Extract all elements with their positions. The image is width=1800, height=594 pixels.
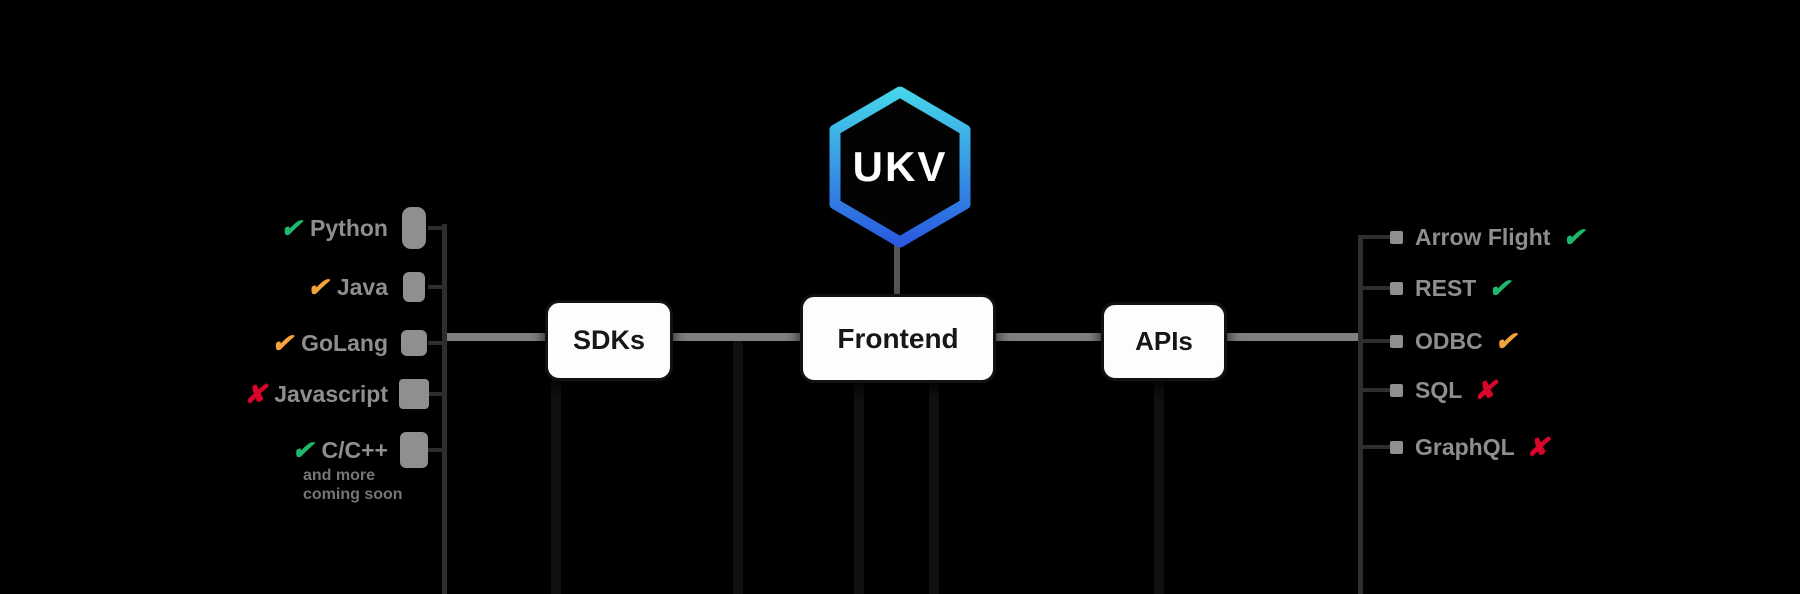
api-label: REST bbox=[1415, 274, 1477, 301]
api-row-odbc: ODBC ✔ bbox=[1390, 318, 1517, 364]
ukv-logo-hexagon: UKV bbox=[828, 86, 972, 248]
api-row-sql: SQL ✘ bbox=[1390, 367, 1496, 413]
status-cross-icon: ✘ bbox=[244, 379, 267, 409]
status-check-icon: ✔ bbox=[271, 328, 294, 358]
java-icon bbox=[403, 272, 425, 302]
sdk-label: GoLang bbox=[301, 329, 388, 356]
faint-drop-line bbox=[1154, 374, 1164, 594]
bullet-icon bbox=[1390, 383, 1403, 397]
sdk-more-note: and more coming soon bbox=[303, 466, 403, 504]
bullet-icon bbox=[1390, 334, 1403, 348]
sdk-stub-line bbox=[428, 226, 444, 230]
api-stub-line bbox=[1363, 286, 1390, 290]
golang-icon bbox=[401, 330, 427, 356]
status-cross-icon: ✘ bbox=[1526, 432, 1549, 462]
status-check-icon: ✔ bbox=[1562, 222, 1585, 252]
status-check-icon: ✔ bbox=[291, 435, 314, 465]
api-stub-line bbox=[1363, 388, 1390, 392]
c-cpp-icon bbox=[400, 432, 428, 468]
sdks-node: SDKs bbox=[545, 300, 673, 381]
sdk-row-java: ✔ Java bbox=[172, 264, 432, 310]
javascript-icon bbox=[399, 379, 429, 409]
status-check-icon: ✔ bbox=[1488, 273, 1511, 303]
sdk-row-javascript: ✘ Javascript bbox=[172, 371, 432, 417]
hexagon-outline-icon bbox=[829, 86, 971, 248]
status-check-icon: ✔ bbox=[307, 272, 329, 302]
faint-drop-line bbox=[733, 341, 743, 594]
connector-sdks-to-frontend bbox=[667, 333, 800, 341]
api-row-rest: REST ✔ bbox=[1390, 265, 1510, 311]
sdk-row-python: ✔ Python bbox=[172, 205, 432, 251]
sdk-row-c-cpp: ✔ C/C++ bbox=[172, 427, 432, 473]
api-label: ODBC bbox=[1415, 327, 1483, 354]
api-label: GraphQL bbox=[1415, 433, 1515, 460]
faint-drop-line bbox=[854, 376, 864, 594]
connector-logo-to-frontend bbox=[894, 243, 900, 296]
sdk-stub-line bbox=[428, 448, 444, 452]
status-check-icon: ✔ bbox=[1494, 326, 1517, 356]
python-icon bbox=[402, 207, 426, 249]
api-stub-line bbox=[1363, 445, 1390, 449]
sdk-note-line: coming soon bbox=[303, 486, 403, 503]
connector-bracket-to-sdks bbox=[444, 333, 545, 341]
bullet-icon bbox=[1390, 281, 1403, 295]
api-row-graphql: GraphQL ✘ bbox=[1390, 424, 1548, 470]
connector-frontend-to-apis bbox=[990, 333, 1101, 341]
sdk-stub-line bbox=[428, 341, 444, 345]
api-stub-line bbox=[1363, 339, 1390, 343]
sdk-stub-line bbox=[428, 285, 444, 289]
bullet-icon bbox=[1390, 440, 1403, 454]
sdk-label: C/C++ bbox=[321, 436, 388, 463]
api-stub-line bbox=[1363, 235, 1390, 239]
sdk-stub-line bbox=[428, 392, 444, 396]
sdk-note-line: and more bbox=[303, 467, 376, 484]
logo-text: UKV bbox=[852, 143, 948, 190]
status-check-icon: ✔ bbox=[280, 213, 303, 243]
sdk-label: Javascript bbox=[274, 380, 388, 407]
sdk-label: Java bbox=[336, 273, 388, 300]
status-cross-icon: ✘ bbox=[1474, 375, 1497, 405]
api-bracket-line bbox=[1358, 235, 1363, 594]
faint-drop-line bbox=[929, 376, 939, 594]
sdk-row-golang: ✔ GoLang bbox=[172, 320, 432, 366]
sdk-bracket-line bbox=[442, 224, 447, 594]
apis-node: APIs bbox=[1101, 302, 1227, 381]
api-label: SQL bbox=[1415, 376, 1463, 403]
frontend-node: Frontend bbox=[800, 294, 996, 383]
api-row-arrow-flight: Arrow Flight ✔ bbox=[1390, 214, 1584, 260]
api-label: Arrow Flight bbox=[1415, 223, 1551, 250]
connector-apis-to-bracket bbox=[1221, 333, 1363, 341]
sdk-label: Python bbox=[310, 214, 388, 241]
bullet-icon bbox=[1390, 230, 1403, 244]
faint-drop-line bbox=[551, 374, 561, 594]
